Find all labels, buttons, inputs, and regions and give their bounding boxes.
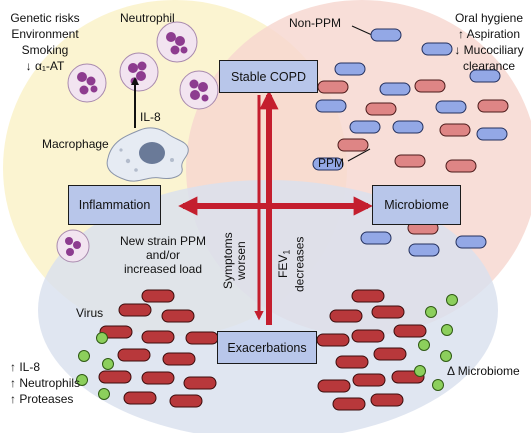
new-strain-line1: New strain PPM bbox=[119, 234, 207, 248]
ppm-pointer bbox=[347, 148, 371, 162]
fev1-text: FEV1 bbox=[276, 249, 292, 279]
macrophage-icon bbox=[106, 127, 189, 182]
marker-neutrophils: ↑ Neutrophils bbox=[10, 376, 81, 390]
fev1-decreases-label: FEV1 decreases bbox=[276, 226, 307, 302]
fev1-decreases: decreases bbox=[292, 236, 307, 292]
fev1-prefix: FEV bbox=[276, 254, 290, 279]
il8-label: IL-8 bbox=[140, 110, 161, 124]
virus-label: Virus bbox=[76, 306, 104, 320]
oral-factors: Oral hygiene ↑ Aspiration ↓ Mucociliary … bbox=[448, 10, 530, 74]
symptoms-line2: worsen bbox=[234, 241, 248, 281]
risk-genetic: Genetic risks bbox=[10, 11, 80, 25]
neutrophil-icon bbox=[56, 229, 90, 263]
oral-aspiration: ↑ Aspiration bbox=[457, 27, 521, 41]
marker-proteases: ↑ Proteases bbox=[10, 392, 74, 406]
non-ppm-pointer bbox=[351, 25, 373, 36]
exacerbation-bacteria bbox=[98, 289, 427, 411]
ppm-label: PPM bbox=[318, 156, 345, 170]
marker-il8: ↑ IL-8 bbox=[10, 360, 41, 374]
neutrophil-icon bbox=[67, 63, 107, 103]
virus-particles bbox=[76, 294, 458, 400]
symptoms-worsen-label: Symptoms worsen bbox=[221, 226, 248, 296]
risk-environment: Environment bbox=[11, 27, 79, 41]
risk-factors: Genetic risks Environment Smoking ↓ α₁-A… bbox=[4, 10, 86, 74]
non-ppm-bacteria bbox=[312, 28, 508, 257]
neutrophil-label: Neutrophil bbox=[120, 11, 175, 25]
non-ppm-label: Non-PPM bbox=[289, 16, 342, 30]
new-strain-line2: and/or bbox=[145, 248, 181, 262]
risk-smoking: Smoking bbox=[21, 43, 69, 57]
oral-hygiene: Oral hygiene bbox=[454, 11, 524, 25]
oral-clearance: clearance bbox=[462, 59, 516, 73]
stable-copd-box: Stable COPD bbox=[219, 60, 318, 93]
new-strain-line3: increased load bbox=[123, 262, 203, 276]
neutrophil-icon bbox=[119, 52, 159, 92]
inflammation-box: Inflammation bbox=[68, 185, 161, 225]
neutrophil-icon bbox=[156, 21, 198, 63]
macrophage-label: Macrophage bbox=[42, 137, 109, 151]
ppm-bacteria bbox=[317, 79, 509, 235]
exacerbations-box: Exacerbations bbox=[217, 331, 317, 364]
risk-alpha1-at: ↓ α₁-AT bbox=[25, 59, 65, 73]
microbiome-box: Microbiome bbox=[372, 185, 461, 225]
oral-mucociliary: ↓ Mucociliary bbox=[454, 43, 524, 57]
neutrophil-icon bbox=[179, 70, 219, 110]
delta-microbiome-label: Δ Microbiome bbox=[447, 364, 520, 378]
symptoms-line1: Symptoms bbox=[221, 232, 235, 290]
fev1-subscript: 1 bbox=[281, 249, 292, 255]
exacerbation-markers: ↑ IL-8 ↑ Neutrophils ↑ Proteases bbox=[10, 359, 80, 407]
new-strain-label: New strain PPM and/or increased load bbox=[108, 234, 218, 276]
